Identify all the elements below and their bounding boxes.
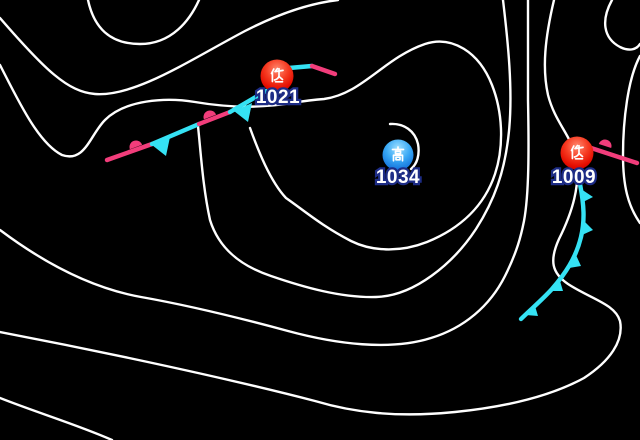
pressure-value-label: 1009: [552, 167, 596, 188]
low-symbol-icon: [570, 144, 584, 160]
pressure-value-label: 1021: [256, 87, 300, 108]
warm-front-segment: [104, 141, 155, 163]
cold-front-segment: [286, 63, 315, 71]
isobar-line: [0, 396, 114, 440]
warm-front-bump-icon: [203, 110, 217, 120]
warm-front-segment: [585, 144, 640, 166]
warm-front-segment: [309, 63, 338, 77]
cold-front-triangle-icon: [581, 189, 593, 202]
isobar-line: [0, 0, 340, 96]
low-pressure-marker-east[interactable]: 1009: [550, 136, 598, 190]
high-pressure-marker[interactable]: 1034: [374, 139, 422, 190]
cold-front-triangle-icon: [569, 255, 581, 268]
cold-front-segment: [227, 88, 269, 115]
isobar-line: [0, 0, 622, 416]
isobar-line: [621, 54, 640, 225]
isobar-line: [196, 0, 512, 299]
warm-front-segment: [196, 109, 233, 127]
cold-front-east: [518, 181, 593, 322]
isobar-line: [604, 0, 640, 51]
cold-front-segment: [149, 121, 202, 147]
low-symbol-icon: [270, 67, 284, 83]
warm-front-bump-icon: [129, 140, 143, 150]
high-symbol-icon: [391, 146, 405, 162]
low-marker-circle: [560, 136, 594, 170]
cold-front-triangle-icon: [152, 137, 170, 156]
isobar-line: [86, 0, 201, 46]
cold-front-line: [518, 181, 586, 322]
isobar-line: [0, 0, 530, 347]
low-marker-circle: [260, 59, 294, 93]
cold-front-triangle-icon: [234, 103, 252, 122]
isobar-line: [388, 122, 420, 171]
pressure-value-label: 1034: [376, 167, 420, 188]
isobar-line: [0, 40, 503, 251]
cold-front-triangle-icon: [526, 306, 538, 316]
warm-front-bump-icon: [598, 139, 612, 149]
warm-front-east: [585, 139, 640, 166]
cold-front-triangle-icon: [582, 221, 593, 235]
cold-front-triangle-icon: [551, 281, 563, 291]
occluded-front-west: [104, 63, 338, 163]
low-pressure-marker-west[interactable]: 1021: [254, 59, 302, 110]
